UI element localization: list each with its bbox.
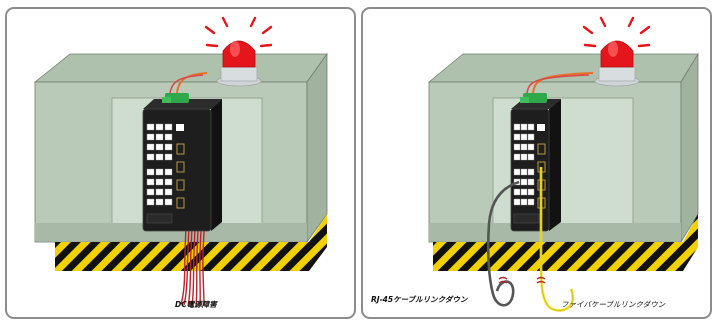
dc-failure-illustration: [7, 9, 356, 319]
cabinet-icon: [429, 54, 698, 242]
fiber-link-down-caption: ファイバケーブルリンクダウン: [561, 299, 665, 310]
industrial-switch-icon: [143, 93, 222, 231]
panel-dc-power-failure: DC電源障害: [5, 7, 356, 319]
rj45-link-down-caption: RJ-45ケーブルリンクダウン: [371, 294, 467, 305]
link-down-illustration: [363, 9, 712, 319]
dc-failure-caption: DC電源障害: [175, 299, 217, 310]
panel-link-down: RJ-45ケーブルリンクダウン ファイバケーブルリンクダウン: [361, 7, 712, 319]
industrial-switch-icon: [511, 93, 561, 231]
